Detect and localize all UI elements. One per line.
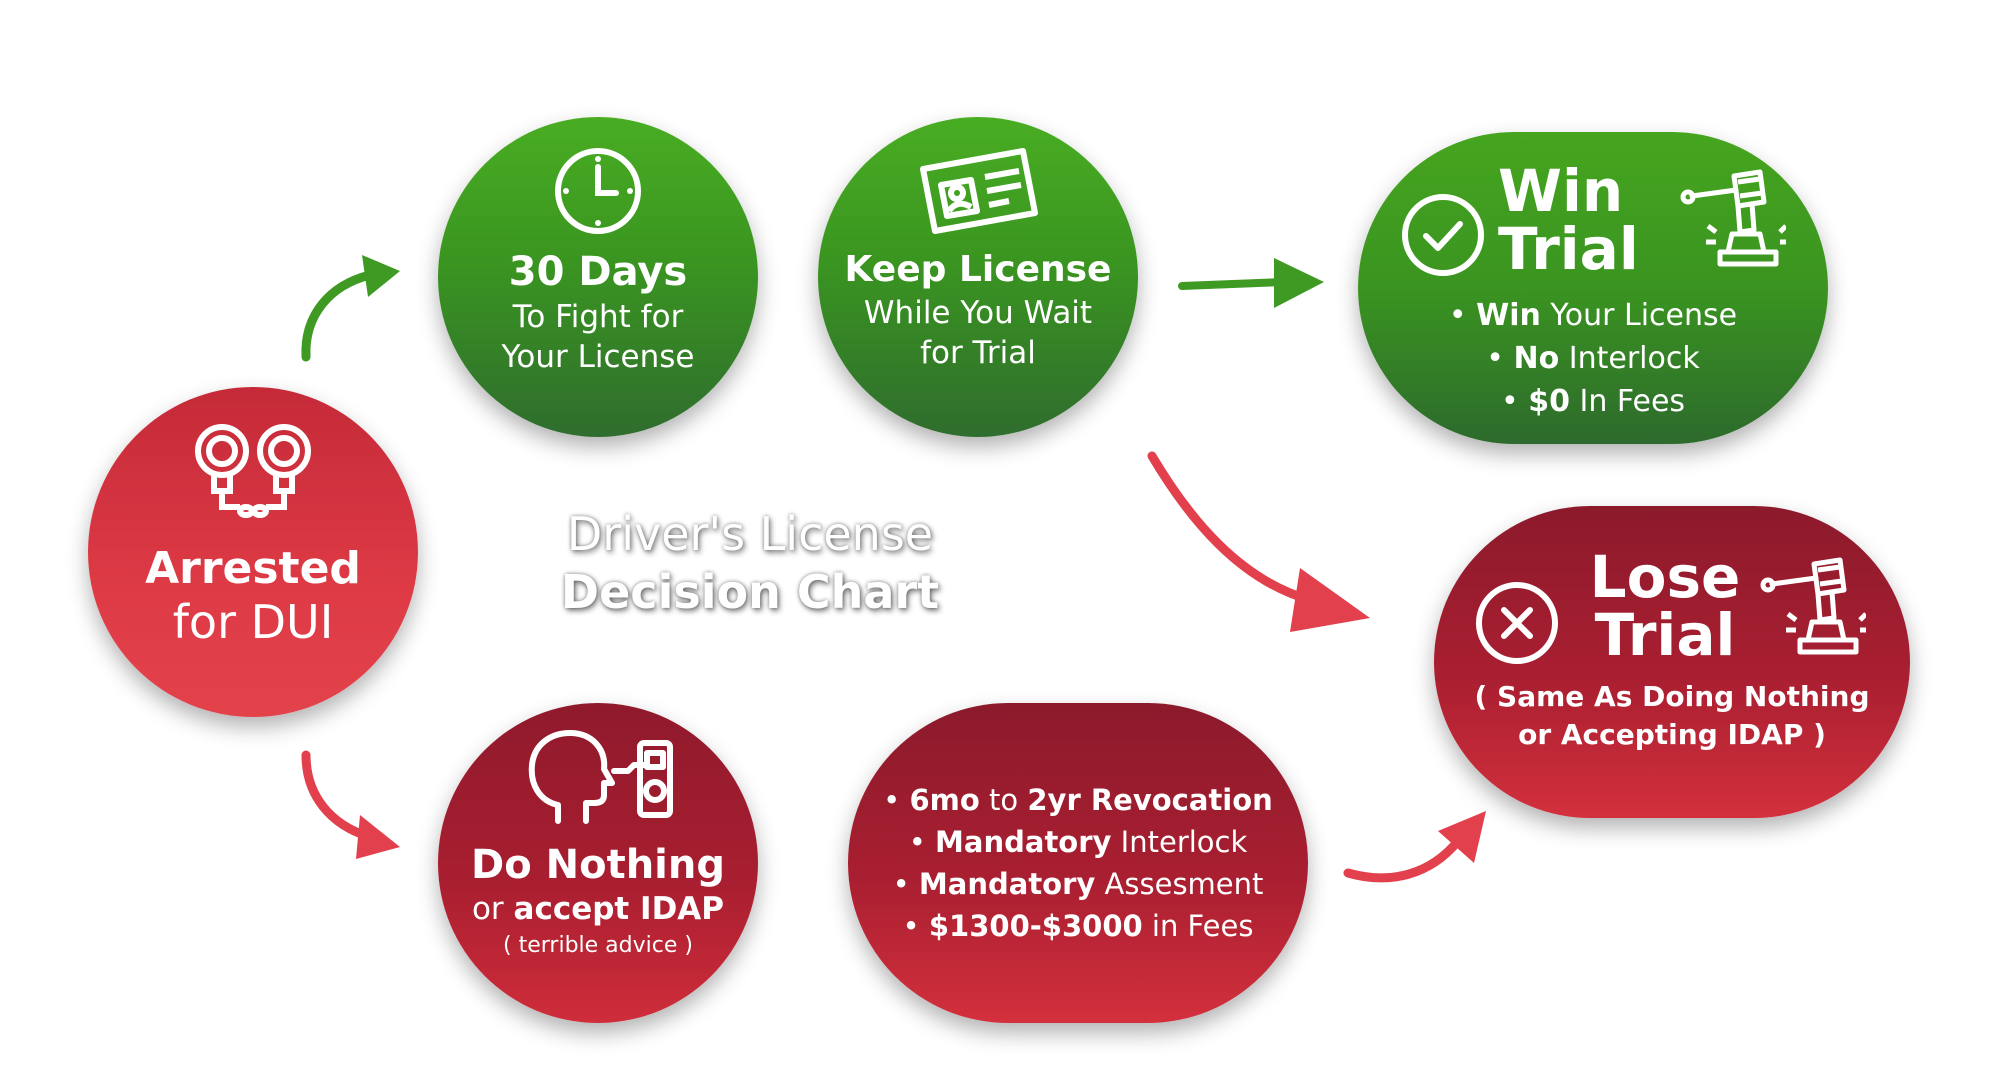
penalty-item-1-b2: 2yr Revocation [1027, 783, 1273, 817]
do-nothing-line1: Do Nothing [471, 842, 725, 888]
do-nothing-line2-pre: or [471, 891, 514, 927]
gavel-icon [1760, 557, 1866, 655]
penalty-item-3-mid: Assesment [1095, 867, 1264, 901]
penalty-item-4: • $1300-$3000 in Fees [848, 905, 1308, 947]
do-nothing-line2-bold: accept IDAP [513, 891, 725, 927]
win-item-1-bold: Win [1476, 298, 1541, 333]
win-item-2: • No Interlock [1358, 337, 1828, 380]
penalty-item-4-mid: in Fees [1142, 909, 1254, 943]
bullet: • [892, 867, 910, 901]
handcuffs-icon [195, 424, 311, 518]
chart-title-line2: Decision Chart [560, 565, 940, 619]
win-item-3-rest: In Fees [1569, 384, 1686, 419]
lose-title-line1: Lose [1589, 543, 1741, 611]
arrested-node: Arrested for DUI [88, 387, 418, 717]
thirty-days-line2: To Fight for [512, 299, 684, 335]
lose-trial-node: Lose Trial ( Same As Doing Nothing or Ac… [1434, 506, 1910, 818]
win-title-line1: Win [1498, 157, 1624, 225]
x-circle-icon [1476, 582, 1558, 664]
gavel-icon [1680, 169, 1786, 267]
penalty-item-1-b1: 6mo [909, 783, 980, 817]
do-nothing-line3: ( terrible advice ) [503, 933, 693, 958]
check-circle-icon [1402, 194, 1484, 276]
bullet: • [883, 783, 901, 817]
win-item-2-bold: No [1513, 341, 1560, 376]
id-card-icon [920, 148, 1038, 234]
keep-license-line1: Keep License [844, 249, 1112, 290]
win-trial-node: Win Trial • Win Your License • No Interl… [1358, 132, 1828, 444]
arrow-penalties-to-lose [1343, 811, 1486, 883]
arrow-down-to-do-nothing [301, 750, 400, 859]
win-item-3: • $0 In Fees [1358, 380, 1828, 423]
keep-license-node: Keep License While You Wait for Trial [818, 117, 1138, 437]
win-item-2-rest: Interlock [1559, 341, 1700, 376]
arrow-keep-to-win [1178, 258, 1324, 308]
thirty-days-node: 30 Days To Fight for Your License [438, 117, 758, 437]
bullet: • [908, 825, 926, 859]
penalty-item-3-b1: Mandatory [918, 867, 1096, 901]
penalty-item-2-mid: Interlock [1111, 825, 1248, 859]
bullet: • [902, 909, 920, 943]
arrested-line1: Arrested [145, 543, 361, 594]
win-title-line2: Trial [1498, 215, 1639, 283]
arrow-keep-to-lose [1147, 451, 1370, 632]
penalty-item-2: • Mandatory Interlock [848, 821, 1308, 863]
bullet: • [1486, 341, 1504, 376]
win-item-3-bold: $0 [1528, 384, 1570, 419]
penalty-item-4-b1: $1300-$3000 [928, 909, 1143, 943]
lose-note-line1: ( Same As Doing Nothing [1474, 680, 1870, 713]
penalty-item-2-b1: Mandatory [935, 825, 1112, 859]
arrow-up-to-30-days [301, 255, 400, 362]
penalty-item-1-mid: to [979, 783, 1028, 817]
chart-title-line1: Driver's License [566, 507, 934, 561]
penalty-item-3: • Mandatory Assesment [848, 863, 1308, 905]
bullet: • [1448, 298, 1467, 333]
lose-note-line2: or Accepting IDAP ) [1518, 718, 1826, 751]
win-item-1: • Win Your License [1358, 294, 1828, 337]
penalty-item-1: • 6mo to 2yr Revocation [848, 779, 1308, 821]
thirty-days-line1: 30 Days [508, 249, 688, 295]
thirty-days-line3: Your License [501, 339, 695, 375]
keep-license-line2: While You Wait [863, 295, 1093, 331]
do-nothing-node: Do Nothing or accept IDAP ( terrible adv… [438, 703, 758, 1023]
penalties-node: • 6mo to 2yr Revocation • Mandatory Inte… [848, 703, 1308, 1023]
lose-title-line2: Trial [1594, 601, 1736, 669]
win-item-1-rest: Your License [1540, 298, 1738, 333]
keep-license-line3: for Trial [920, 335, 1036, 371]
do-nothing-line2: or accept IDAP [438, 889, 758, 929]
chart-title: Driver's License Decision Chart [530, 505, 970, 621]
bullet: • [1500, 384, 1519, 419]
clock-icon [555, 148, 641, 234]
arrested-line2: for DUI [172, 595, 334, 649]
head-breathalyzer-icon [528, 730, 673, 824]
